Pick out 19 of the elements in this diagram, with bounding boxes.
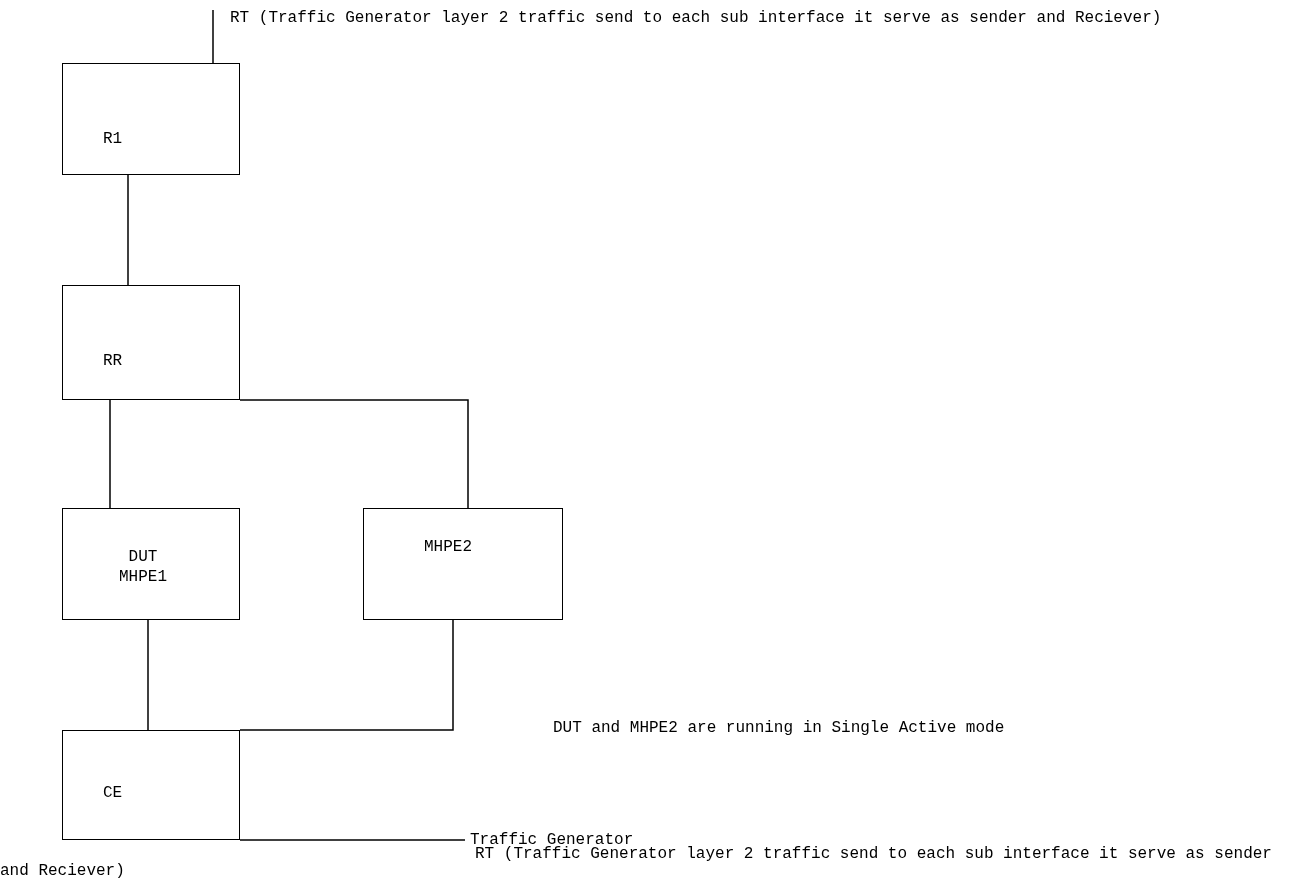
device-label: CE [103, 783, 123, 803]
router-label: MHPE2 [424, 537, 472, 557]
device-box [62, 730, 240, 840]
connector-line [239, 399, 469, 509]
note-text: DUT and MHPE2 are running in Single Active mode [553, 720, 1006, 737]
connector-line [239, 619, 454, 731]
connector-line [127, 174, 129, 286]
device-box [363, 508, 563, 620]
connector-line [239, 839, 466, 841]
device-box [62, 63, 240, 175]
router-label: R1 [103, 129, 123, 149]
connector-line [109, 399, 111, 509]
annotation-text: RT (Traffic Generator layer 2 traffic send to each sub interface it serve as sender and Reciever) [230, 8, 1163, 28]
router-label: DUT MHPE1 [118, 547, 168, 587]
router-label: RR [103, 351, 123, 371]
device-box [62, 508, 240, 620]
connector-line [147, 619, 149, 731]
device-box [62, 285, 240, 400]
connector-line [212, 9, 214, 64]
